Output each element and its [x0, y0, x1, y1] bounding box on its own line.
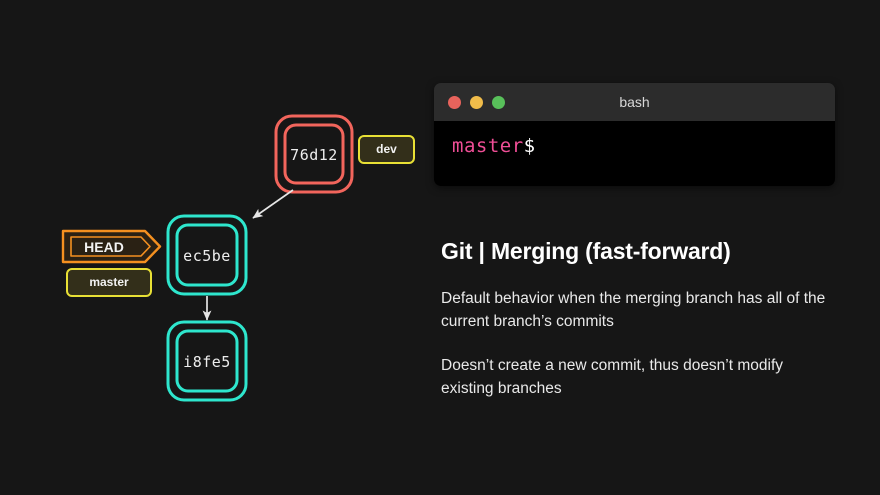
- close-button[interactable]: [448, 95, 461, 109]
- arrow-76d12-to-ec5be: [252, 189, 294, 219]
- head-pointer[interactable]: [61, 229, 162, 264]
- terminal-body[interactable]: master$: [434, 121, 835, 186]
- commit-node-ec5be[interactable]: [166, 214, 248, 296]
- prompt-sigil: $: [523, 135, 536, 157]
- bullet-paragraph-1: Default behavior when the merging branch…: [441, 289, 826, 330]
- graph-svg: [61, 114, 415, 402]
- minimize-button[interactable]: [470, 95, 483, 109]
- prompt-branch: master: [452, 135, 524, 157]
- terminal-window[interactable]: bash master$: [434, 83, 835, 186]
- terminal-prompt-line: master$: [452, 135, 835, 157]
- bullet-paragraph-2: Doesn’t create a new commit, thus doesn’…: [441, 357, 784, 398]
- branch-label-master[interactable]: [66, 268, 152, 297]
- commit-node-76d12[interactable]: [274, 114, 354, 194]
- window-controls: [448, 95, 505, 109]
- git-commit-graph: 76d12 ec5be i8fe5 dev master HEAD: [0, 0, 430, 495]
- slide-copy: Git | Merging (fast-forward) Default beh…: [441, 238, 831, 401]
- branch-label-dev[interactable]: [358, 135, 415, 164]
- commit-node-i8fe5[interactable]: [166, 320, 248, 402]
- page-title: Git | Merging (fast-forward): [441, 238, 731, 264]
- terminal-titlebar[interactable]: bash: [434, 83, 835, 121]
- maximize-button[interactable]: [492, 95, 505, 109]
